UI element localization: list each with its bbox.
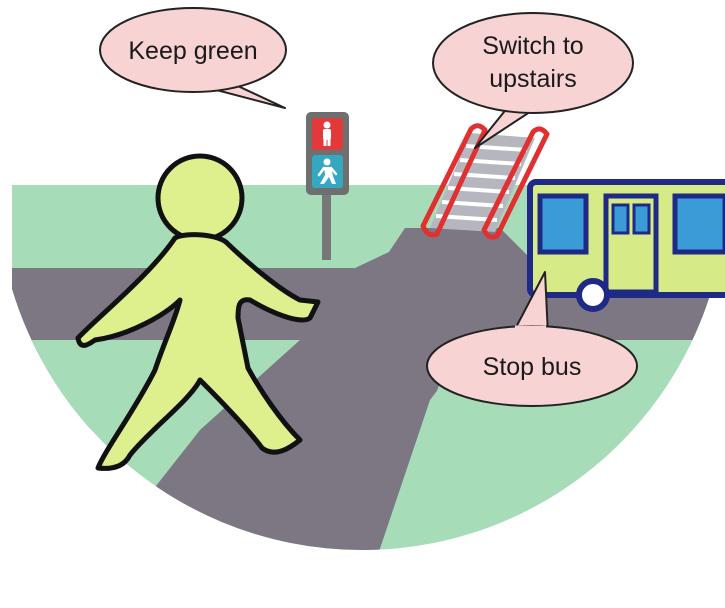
keep-green-label: Keep green xyxy=(128,37,257,65)
stop-bus-label: Stop bus xyxy=(483,353,582,381)
keep-green-bubble: Keep green xyxy=(100,8,286,108)
bus-icon xyxy=(530,182,725,309)
switch-upstairs-label-line2: upstairs xyxy=(489,65,577,93)
switch-upstairs-label-line1: Switch to xyxy=(482,32,583,60)
switch-upstairs-bubble: Switch to upstairs xyxy=(433,13,633,148)
